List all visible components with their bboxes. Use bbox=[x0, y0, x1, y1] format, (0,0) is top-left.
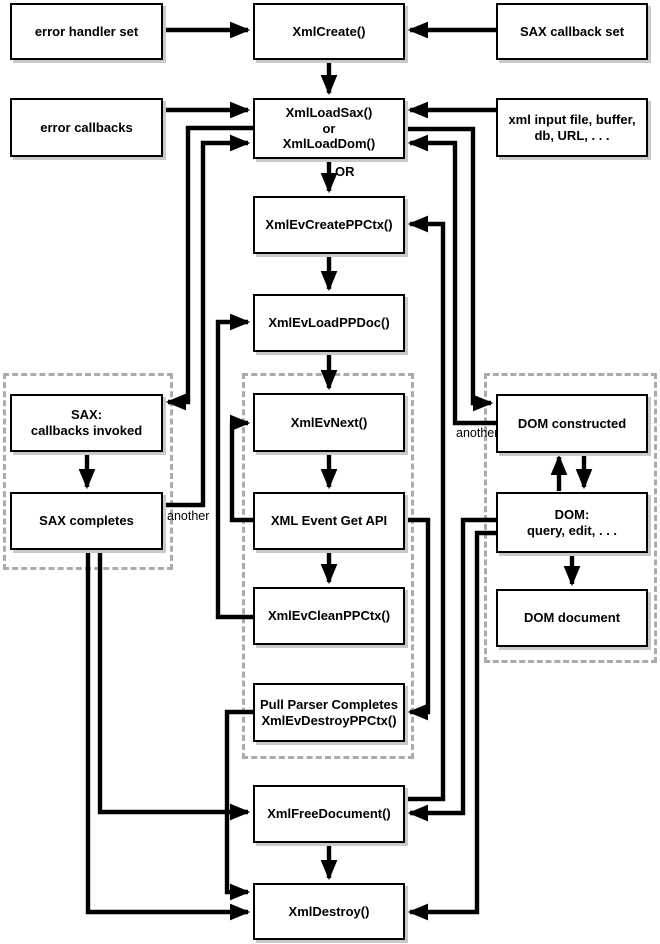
edge-eventgetapi-pullparser bbox=[405, 517, 431, 721]
node-xmlloadsax-xmlloaddom: XmlLoadSax() or XmlLoadDom() bbox=[253, 98, 405, 159]
node-sax-callbacks-invoked: SAX: callbacks invoked bbox=[10, 394, 163, 452]
node-sax-callback-set: SAX callback set bbox=[496, 3, 648, 60]
edge-saxcompletes-destroy bbox=[85, 550, 251, 921]
edge-domquery-freedocument bbox=[407, 517, 496, 822]
another-label-sax: another bbox=[167, 509, 210, 523]
edge-domconstructed-xmlload-another bbox=[407, 134, 496, 426]
node-xmlevloadppdoc: XmlEvLoadPPDoc() bbox=[253, 294, 405, 352]
edge-saxcompletes-xmlload-another bbox=[163, 134, 251, 508]
or-label: OR bbox=[335, 164, 355, 179]
node-xml-event-get-api: XML Event Get API bbox=[253, 492, 405, 550]
node-sax-completes: SAX completes bbox=[10, 492, 163, 550]
edge-pullparser-destroy bbox=[224, 709, 253, 901]
node-xmlcreate: XmlCreate() bbox=[253, 3, 405, 60]
node-xmlevcreateppctx: XmlEvCreatePPCtx() bbox=[253, 196, 405, 254]
edge-domquery-destroy bbox=[407, 530, 496, 921]
node-dom-query-edit: DOM: query, edit, . . . bbox=[496, 492, 648, 553]
edge-eventgetapi-evnext-loop bbox=[229, 414, 253, 523]
edge-evcleanppctx-evloadppdoc-loop bbox=[215, 313, 253, 620]
another-label-dom: another bbox=[456, 426, 499, 440]
node-error-callbacks: error callbacks bbox=[10, 98, 163, 157]
edge-freedocument-evcreateppctx bbox=[405, 215, 446, 802]
node-xmldestroy: XmlDestroy() bbox=[253, 883, 405, 940]
edge-saxcompletes-freedocument bbox=[97, 550, 251, 821]
node-xmlfreedocument: XmlFreeDocument() bbox=[253, 785, 405, 843]
node-pull-parser-completes: Pull Parser Completes XmlEvDestroyPPCtx(… bbox=[253, 683, 405, 742]
edge-xmlload-saxinvoked bbox=[165, 125, 253, 411]
node-error-handler-set: error handler set bbox=[10, 3, 163, 60]
node-xmlevcleanppctx: XmlEvCleanPPCtx() bbox=[253, 587, 405, 645]
node-xmlevnext: XmlEvNext() bbox=[253, 393, 405, 452]
edge-xmlload-domconstructed bbox=[405, 126, 494, 412]
node-dom-document: DOM document bbox=[496, 589, 648, 647]
node-xml-input: xml input file, buffer, db, URL, . . . bbox=[496, 98, 648, 157]
node-dom-constructed: DOM constructed bbox=[496, 394, 648, 453]
